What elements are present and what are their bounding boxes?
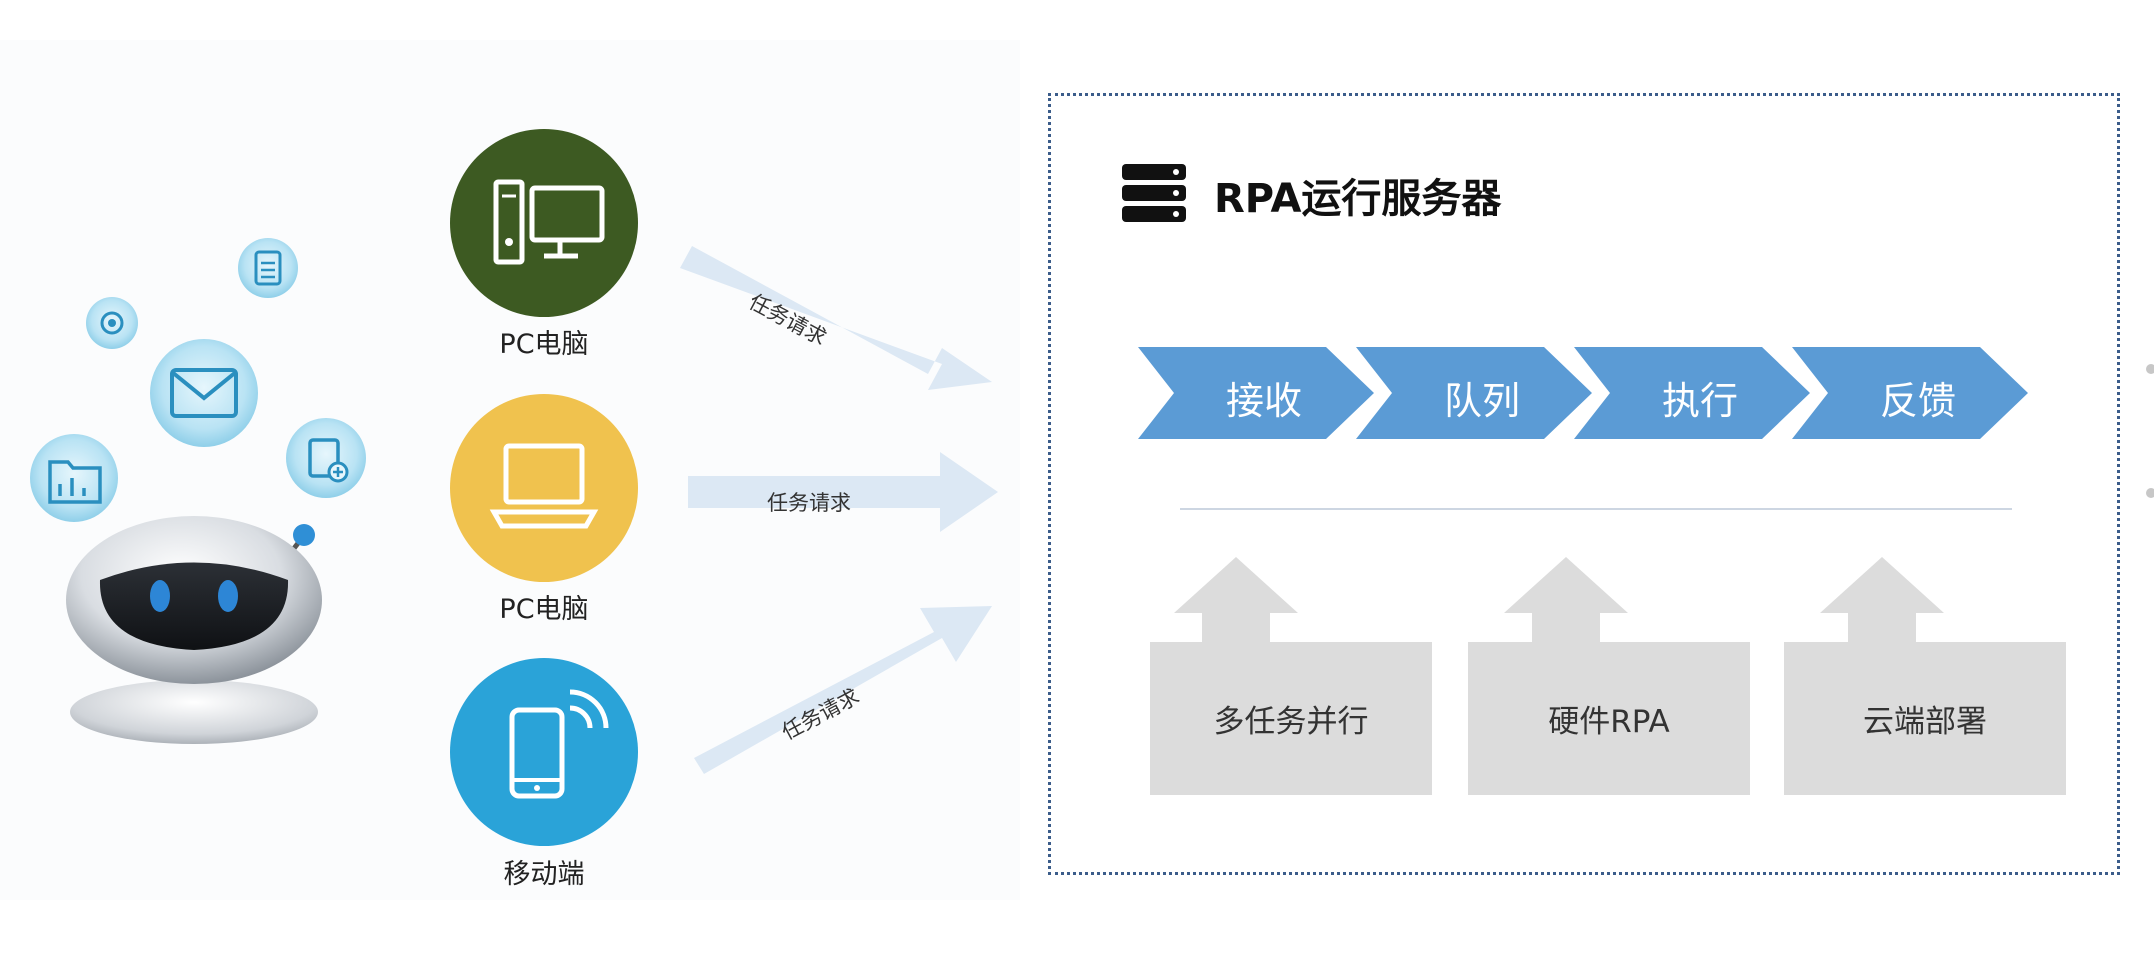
clipboard-plus-icon — [286, 418, 366, 498]
server-stack-icon — [1122, 164, 1186, 222]
clipboard-icon — [238, 238, 298, 298]
mobile-phone-icon — [509, 689, 609, 799]
device-mobile — [450, 658, 638, 846]
robot-illustration — [30, 238, 366, 744]
step-label-queue: 队列 — [1443, 379, 1520, 423]
request-arrows — [680, 246, 998, 774]
feature-box-cloud-deploy: 云端部署 — [1784, 642, 2066, 795]
up-arrow-multitask — [1174, 557, 1298, 648]
arrow-label-middle: 任务请求 — [767, 491, 851, 515]
chevron-step-queue — [1356, 347, 1592, 439]
feature-up-arrows — [1174, 557, 1944, 648]
device-label-laptop: PC电脑 — [499, 594, 589, 625]
request-arrow-top — [680, 246, 992, 390]
chevron-step-feedback — [1792, 347, 2028, 439]
edge-dot-top — [2146, 364, 2154, 374]
chevron-step-execute — [1574, 347, 1810, 439]
step-label-feedback: 反馈 — [1879, 379, 1956, 423]
folder-chart-icon — [30, 434, 118, 522]
step-label-execute: 执行 — [1661, 379, 1738, 423]
device-desktop — [450, 129, 638, 317]
desktop-computer-icon — [493, 179, 605, 265]
laptop-icon — [489, 443, 599, 529]
up-arrow-hardware — [1504, 557, 1628, 648]
request-arrow-bottom — [694, 606, 992, 774]
request-arrow-middle — [688, 452, 998, 532]
device-label-desktop: PC电脑 — [499, 329, 589, 360]
device-label-mobile: 移动端 — [503, 859, 585, 890]
rpa-server-frame — [1048, 93, 2120, 875]
feature-box-multitask: 多任务并行 — [1150, 642, 1432, 795]
up-arrow-cloud — [1820, 557, 1944, 648]
device-icons — [450, 129, 638, 846]
envelope-icon — [150, 339, 258, 447]
step-label-receive: 接收 — [1225, 379, 1302, 423]
chevron-step-receive — [1138, 347, 1374, 439]
server-divider — [1180, 508, 2012, 510]
feature-box-hardware-rpa: 硬件RPA — [1468, 642, 1750, 795]
device-laptop — [450, 394, 638, 582]
server-title: RPA运行服务器 — [1214, 176, 1502, 222]
gear-icon — [86, 297, 138, 349]
robot-icon — [66, 516, 322, 744]
edge-dot-bottom — [2146, 488, 2154, 498]
process-chevrons — [1138, 347, 2028, 439]
